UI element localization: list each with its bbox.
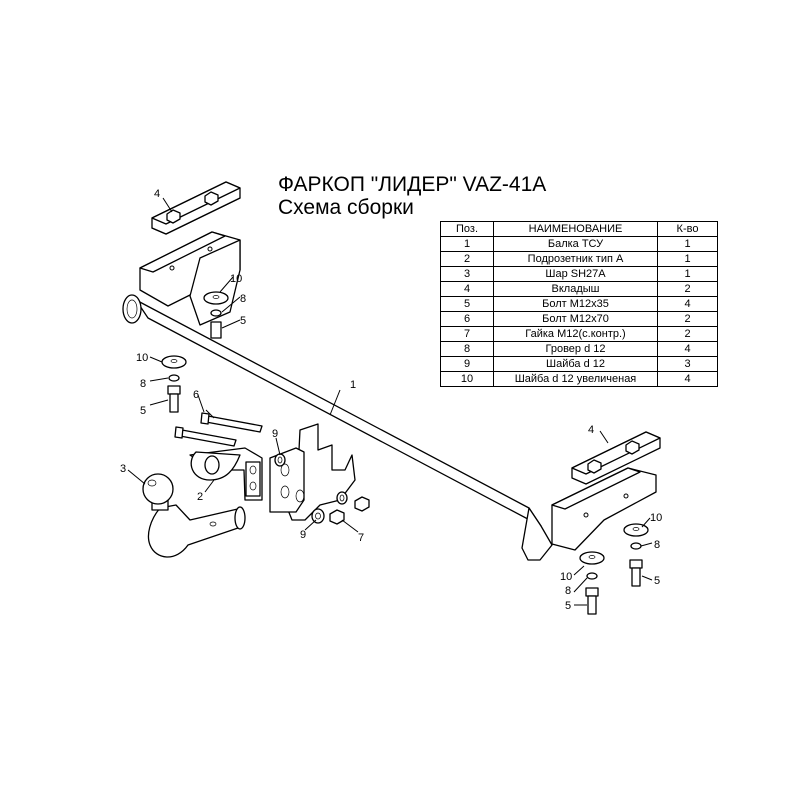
cell-name: Шайба d 12 (493, 356, 658, 372)
drawing-title: ФАРКОП "ЛИДЕР" VAZ-41A (278, 173, 547, 196)
right-bracket (551, 467, 657, 551)
cell-name: Подрозетник тип А (493, 251, 658, 267)
cell-name: Шар SH27A (493, 266, 658, 282)
callout-10d: 10 (560, 571, 572, 583)
leader-lines (127, 197, 653, 606)
cell-quantity: 4 (657, 371, 718, 387)
callout-8c: 8 (654, 539, 660, 551)
cell-quantity: 3 (657, 356, 718, 372)
header-quantity: К-во (657, 221, 718, 237)
fastener-stack-right-lower (579, 551, 605, 615)
left-bracket (139, 231, 241, 326)
cell-quantity: 2 (657, 311, 718, 327)
callout-8b: 8 (140, 378, 146, 390)
cell-quantity: 1 (657, 251, 718, 267)
cell-quantity: 4 (657, 341, 718, 357)
cell-quantity: 2 (657, 281, 718, 297)
callout-5d: 5 (565, 600, 571, 612)
cell-name: Болт М12х35 (493, 296, 658, 312)
cell-name: Гровер d 12 (493, 341, 658, 357)
callout-9b: 9 (300, 529, 306, 541)
callout-10c: 10 (650, 512, 662, 524)
callout-10a: 10 (230, 273, 242, 285)
cell-position: 1 (440, 236, 494, 252)
callout-2: 2 (197, 491, 203, 503)
callout-10b: 10 (136, 352, 148, 364)
callout-6: 6 (193, 389, 199, 401)
cell-position: 3 (440, 266, 494, 282)
drawing-subtitle: Схема сборки (278, 196, 414, 219)
socket-bracket (189, 447, 263, 501)
cell-name: Балка ТСУ (493, 236, 658, 252)
cell-name: Шайба d 12 увеличеная (493, 371, 658, 387)
tow-beam (122, 294, 553, 561)
cell-name: Вкладыш (493, 281, 658, 297)
cell-position: 2 (440, 251, 494, 267)
header-position: Поз. (440, 221, 494, 237)
callout-8d: 8 (565, 585, 571, 597)
insert-plate-left (151, 181, 241, 235)
long-bolts (174, 412, 263, 447)
cell-position: 10 (440, 371, 494, 387)
callout-4a: 4 (154, 188, 160, 200)
insert-plate-right (571, 431, 661, 485)
cell-quantity: 1 (657, 266, 718, 282)
cell-quantity: 2 (657, 326, 718, 342)
callout-9a: 9 (272, 428, 278, 440)
callout-8a: 8 (240, 293, 246, 305)
callout-5a: 5 (240, 315, 246, 327)
cell-position: 5 (440, 296, 494, 312)
cell-position: 8 (440, 341, 494, 357)
fastener-stack-top (203, 291, 229, 339)
callout-3: 3 (120, 463, 126, 475)
callout-4b: 4 (588, 424, 594, 436)
callout-1: 1 (350, 379, 356, 391)
cell-position: 7 (440, 326, 494, 342)
cell-name: Болт М12х70 (493, 311, 658, 327)
callout-5c: 5 (654, 575, 660, 587)
cell-position: 9 (440, 356, 494, 372)
header-name: НАИМЕНОВАНИЕ (493, 221, 658, 237)
fastener-stack-left (161, 355, 187, 413)
cell-position: 4 (440, 281, 494, 297)
callout-5b: 5 (140, 405, 146, 417)
nuts (329, 496, 370, 525)
callout-7: 7 (358, 532, 364, 544)
cell-name: Гайка М12(с.контр.) (493, 326, 658, 342)
cell-quantity: 4 (657, 296, 718, 312)
parts-table-header: Поз. НАИМЕНОВАНИЕ К-во (440, 221, 718, 237)
callout-labels: 1 2 3 4 4 5 5 5 5 6 7 8 8 8 8 9 9 10 10 … (120, 188, 662, 612)
mounting-plate (269, 423, 356, 521)
tow-ball (142, 473, 246, 558)
cell-position: 6 (440, 311, 494, 327)
cell-quantity: 1 (657, 236, 718, 252)
